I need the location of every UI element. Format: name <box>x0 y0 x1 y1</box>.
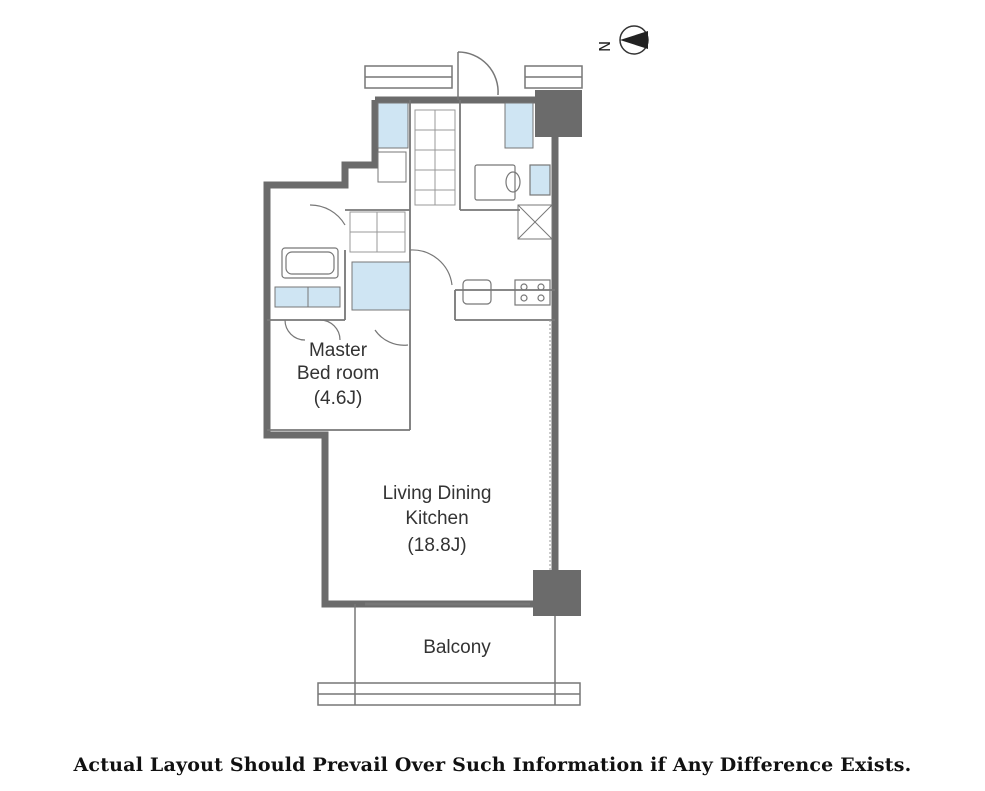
column-top <box>535 90 582 137</box>
kitchen-counter <box>462 279 551 306</box>
ventilation-icon <box>517 204 553 240</box>
bedroom-label-line2: Bed room <box>297 363 379 384</box>
shoe-cabinet-left <box>377 102 409 149</box>
shoe-cabinet-right <box>504 102 534 149</box>
north-compass-icon: N <box>596 25 649 55</box>
compass-letter: N <box>596 41 614 52</box>
entrance-windows <box>364 51 583 100</box>
fixtures <box>274 102 534 311</box>
column-bottom <box>533 570 581 616</box>
disclaimer-text: Actual Layout Should Prevail Over Such I… <box>73 754 912 776</box>
room-labels: Master Bed room (4.6J) Living Dining Kit… <box>297 340 492 658</box>
doors <box>284 204 453 346</box>
balcony-label: Balcony <box>423 637 491 658</box>
toilet-icon <box>474 164 551 201</box>
ldk-label-line1: Living Dining <box>383 483 492 504</box>
ldk-size: (18.8J) <box>407 535 466 556</box>
bedroom-size: (4.6J) <box>314 388 363 409</box>
utility-cabinet <box>351 261 411 311</box>
bedroom-label-line1: Master <box>309 340 368 361</box>
washbasin <box>377 151 407 183</box>
ldk-label-line2: Kitchen <box>405 508 468 529</box>
balcony-area <box>317 602 581 706</box>
interior-partitions <box>267 100 555 431</box>
bathtub <box>281 247 339 279</box>
hallway-tiles <box>349 109 456 253</box>
